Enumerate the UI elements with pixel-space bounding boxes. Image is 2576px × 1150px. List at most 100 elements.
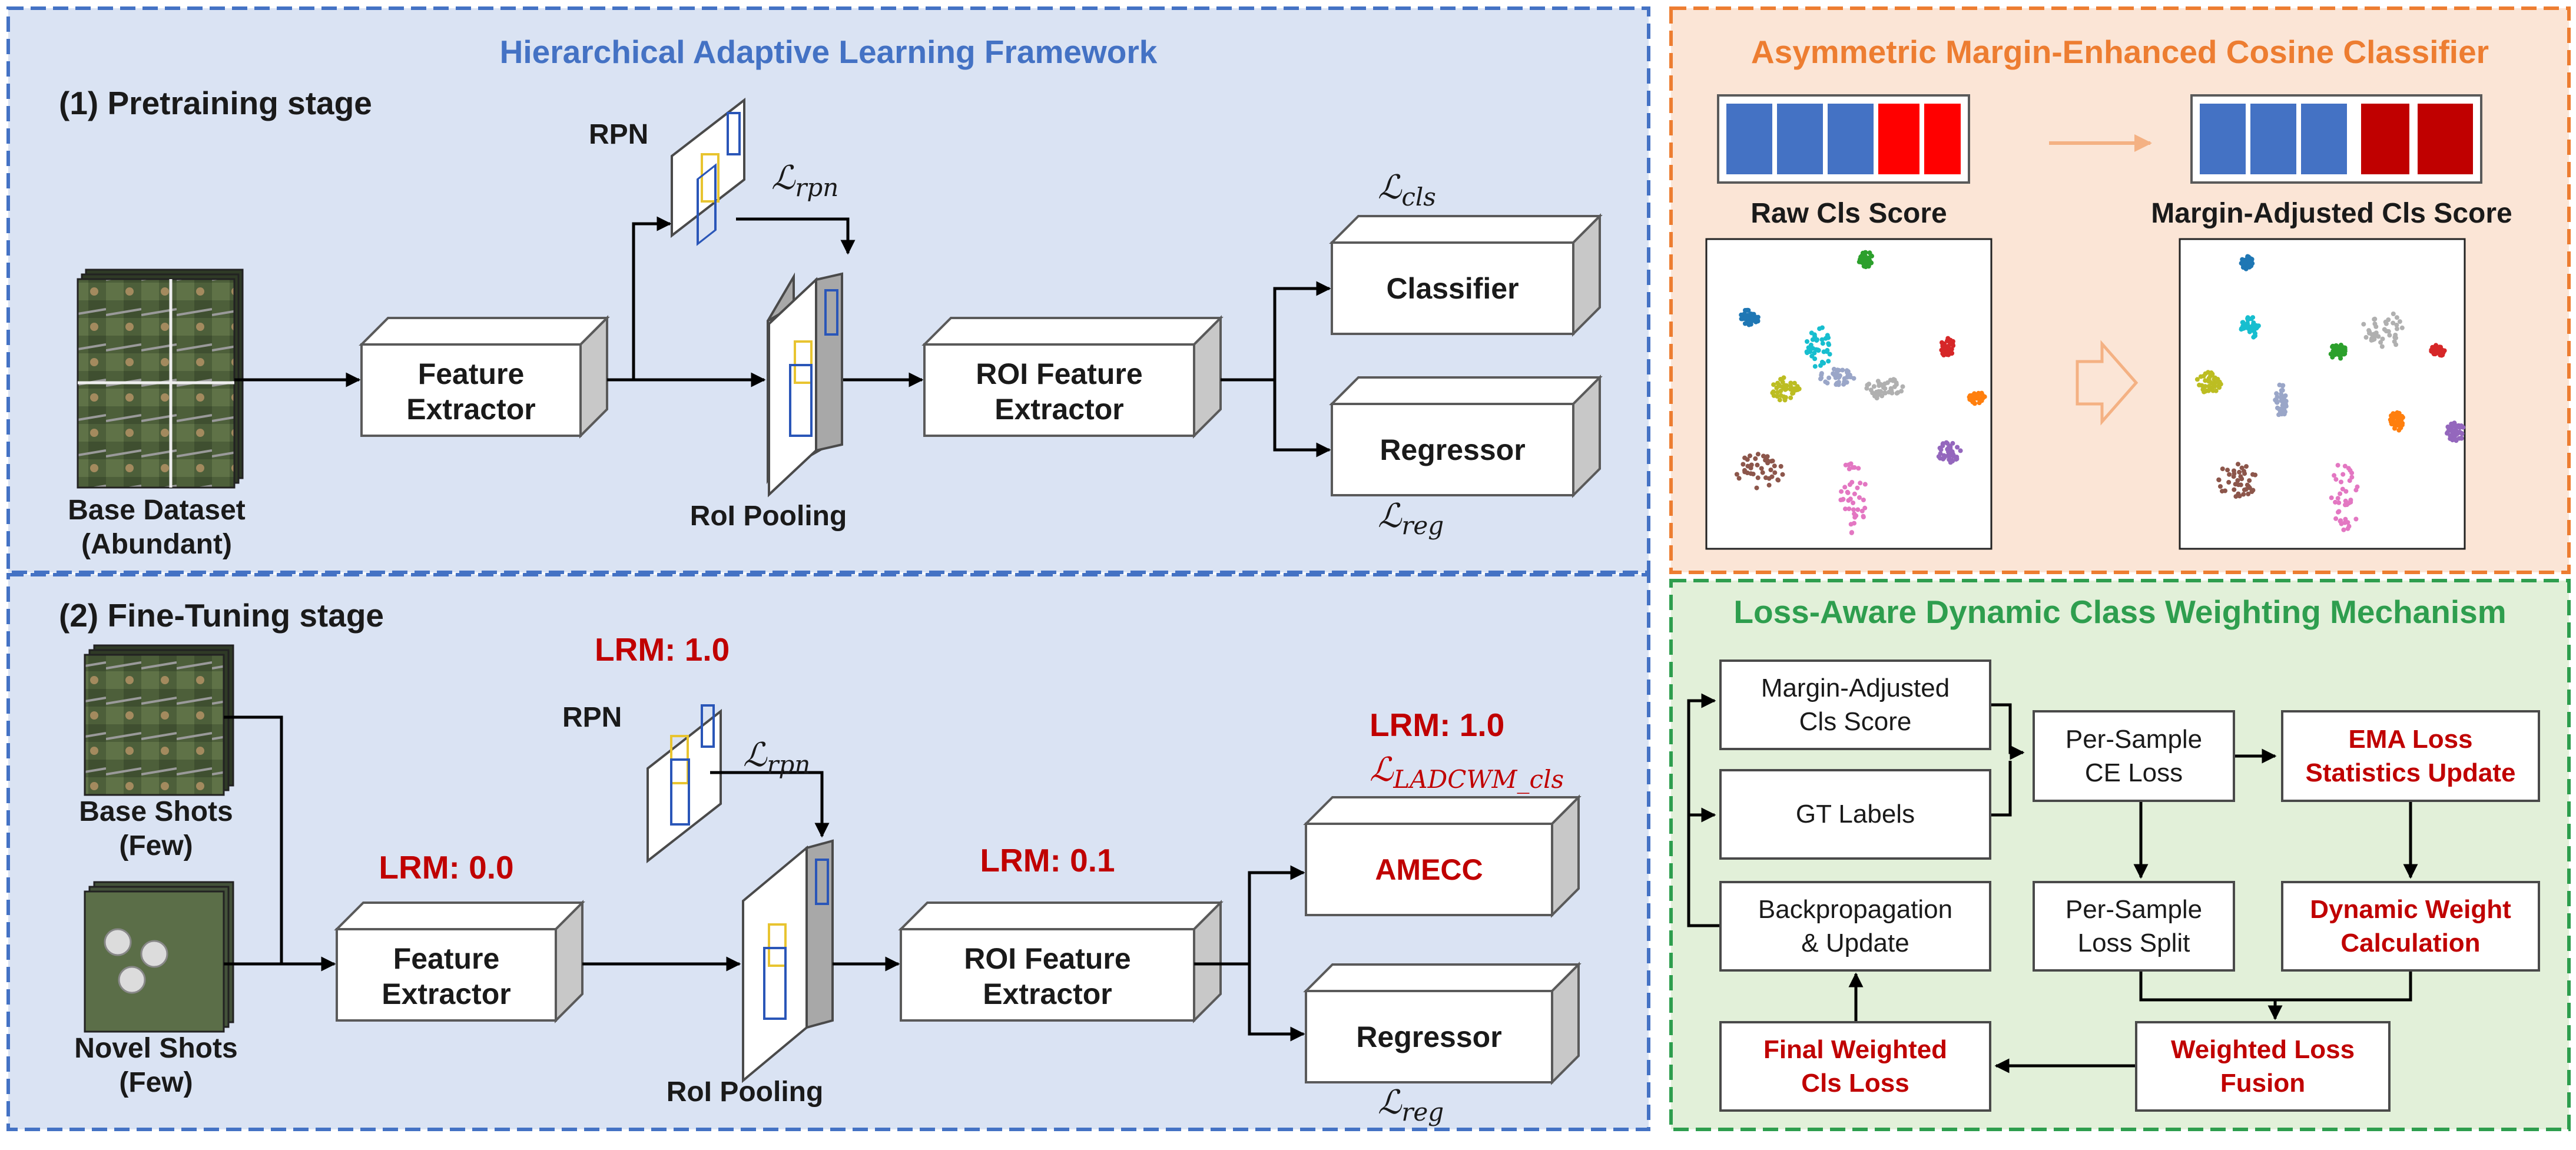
tsne-point — [2226, 480, 2232, 485]
tsne-point — [1882, 386, 1888, 391]
base-shots-image-stack — [84, 644, 234, 796]
tsne-point — [2361, 322, 2366, 327]
tsne-point — [2227, 472, 2232, 477]
tsne-point — [2236, 462, 2240, 467]
pretrain-loss-rpn: ℒrpn — [771, 159, 839, 202]
ladcwm-panel-title: Loss-Aware Dynamic Class Weighting Mecha… — [1733, 594, 2507, 630]
tsne-point — [1765, 458, 1771, 463]
tsne-point — [2332, 473, 2337, 478]
tsne-point — [1755, 452, 1761, 457]
tsne-point — [1775, 394, 1780, 399]
tsne-clusters — [1734, 250, 2466, 535]
finetune-amecc-label: AMECC — [1375, 853, 1483, 886]
tsne-point — [1976, 390, 1981, 396]
tsne-point — [2209, 380, 2214, 386]
tsne-point — [1948, 460, 1953, 465]
tsne-point — [2454, 429, 2459, 434]
tsne-point — [2237, 493, 2242, 499]
tsne-point — [2445, 424, 2451, 429]
tsne-point — [1849, 530, 1854, 535]
tsne-point — [2448, 433, 2453, 438]
tsne-point — [1971, 397, 1977, 402]
tsne-point — [1818, 363, 1823, 368]
pretrain-rpn-label: RPN — [589, 119, 649, 150]
lrm-feature-extractor: LRM: 0.0 — [379, 849, 514, 886]
tsne-point — [2336, 500, 2342, 505]
adjusted-cls-score-label: Margin-Adjusted Cls Score — [2151, 198, 2512, 229]
tsne-point — [1761, 453, 1766, 459]
tsne-point — [1778, 464, 1783, 469]
tsne-point — [1812, 364, 1818, 369]
tsne-point — [2247, 263, 2252, 269]
tsne-point — [1759, 466, 1764, 471]
tsne-point — [2203, 371, 2208, 376]
tsne-point — [1742, 321, 1748, 326]
tsne-point — [1900, 384, 1905, 389]
tsne-point — [2342, 463, 2348, 469]
pretrain-roi-pool-face — [768, 272, 843, 498]
tsne-point — [1788, 380, 1793, 386]
tsne-point — [1862, 253, 1868, 258]
tsne-point — [1808, 349, 1813, 354]
tsne-point — [2392, 335, 2398, 340]
tsne-point — [2243, 487, 2249, 492]
tsne-point — [2346, 501, 2352, 506]
tsne-point — [1778, 389, 1783, 394]
tsne-point — [2279, 388, 2284, 393]
pretrain-loss-cls: ℒcls — [1378, 168, 1436, 211]
tsne-point — [1941, 353, 1947, 357]
tsne-point — [1818, 376, 1823, 382]
tsne-point — [1771, 382, 1776, 387]
tsne-point — [1980, 392, 1985, 397]
tsne-point — [2387, 333, 2392, 338]
tsne-point — [1850, 465, 1855, 470]
pretrain-classifier-label: Classifier — [1386, 272, 1519, 305]
tsne-point — [2333, 516, 2339, 521]
lrm-roi-extractor: LRM: 0.1 — [980, 842, 1115, 879]
tsne-point — [2240, 320, 2245, 325]
tsne-point — [1846, 506, 1852, 512]
tsne-point — [1826, 375, 1832, 380]
tsne-point — [1769, 459, 1774, 464]
tsne-point — [1755, 475, 1761, 480]
tsne-point — [1940, 441, 1945, 446]
tsne-point — [1739, 312, 1744, 317]
tsne-point — [2363, 334, 2369, 340]
tsne-point — [2391, 320, 2396, 326]
finetune-amecc-block — [1303, 794, 1582, 918]
tsne-point — [2382, 327, 2387, 332]
tsne-point — [2245, 325, 2250, 330]
tsne-point — [1947, 453, 1952, 459]
tsne-point — [2246, 491, 2251, 496]
tsne-point — [2372, 316, 2378, 322]
tsne-point — [2341, 527, 2346, 532]
tsne-point — [2399, 325, 2405, 330]
tsne-point — [2239, 476, 2245, 482]
tsne-point — [2345, 526, 2350, 531]
tsne-point — [1879, 393, 1885, 399]
tsne-point — [2395, 326, 2399, 332]
tsne-point — [1826, 341, 1831, 346]
tsne-point — [1843, 506, 1848, 512]
tsne-point — [1755, 462, 1760, 468]
tsne-point — [2235, 478, 2240, 483]
tsne-point — [1854, 513, 1859, 518]
tsne-point — [1788, 387, 1793, 392]
tsne-point — [1936, 454, 1941, 459]
tsne-point — [2349, 470, 2355, 476]
tsne-point — [1840, 367, 1845, 373]
tsne-point — [2391, 311, 2396, 316]
tsne-point — [2349, 475, 2355, 480]
tsne-point — [1855, 485, 1860, 491]
tsne-point — [2232, 487, 2237, 492]
tsne-point — [2245, 315, 2250, 320]
finetune-regressor-label: Regressor — [1356, 1020, 1502, 1053]
tsne-point — [1769, 474, 1775, 479]
pretrain-loss-reg: ℒreg — [1378, 497, 1444, 540]
tsne-point — [1895, 390, 1901, 395]
finetune-stage-title: (2) Fine-Tuning stage — [59, 597, 384, 634]
tsne-point — [1745, 470, 1750, 475]
